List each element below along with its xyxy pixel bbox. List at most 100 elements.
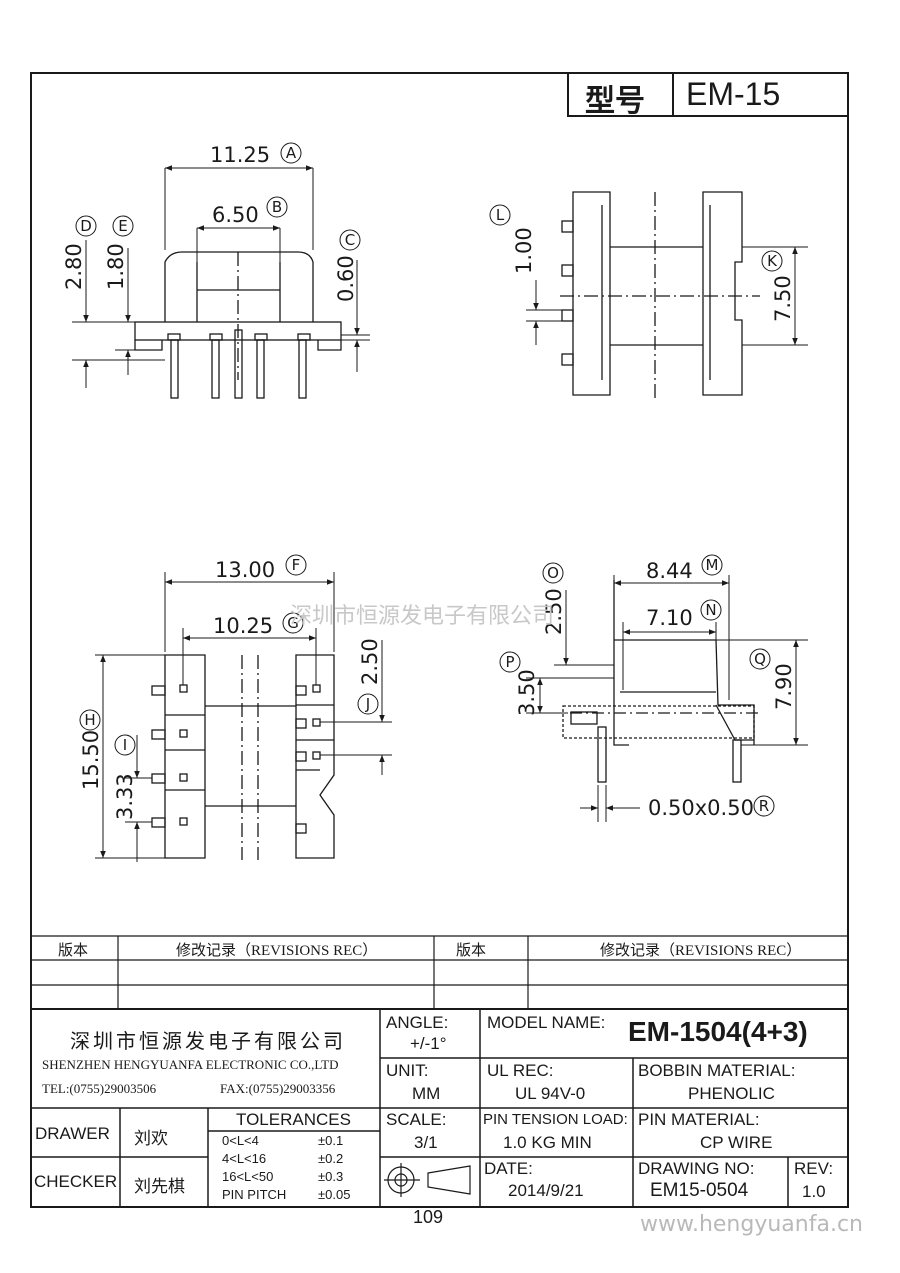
company-tel: TEL:(0755)29003506 bbox=[42, 1081, 157, 1096]
unit-label: UNIT: bbox=[386, 1061, 429, 1080]
angle-label: ANGLE: bbox=[386, 1013, 449, 1032]
dim-a-letter: A bbox=[286, 144, 297, 162]
dim-j-letter: J bbox=[365, 695, 370, 713]
rev-label: REV: bbox=[794, 1159, 834, 1178]
dim-n-letter: N bbox=[705, 601, 716, 619]
angle-value: +/-1° bbox=[410, 1034, 447, 1053]
dim-k-value: 7.50 bbox=[771, 275, 795, 322]
dim-g-value: 10.25 bbox=[213, 614, 273, 638]
header-model-box bbox=[567, 72, 849, 117]
drawing-border bbox=[30, 72, 849, 1208]
view-side bbox=[560, 191, 760, 400]
ul-rec-value: UL 94V-0 bbox=[515, 1084, 586, 1103]
dim-l-letter: L bbox=[496, 206, 505, 224]
rev-col-version-1: 版本 bbox=[58, 943, 89, 959]
dim-d-letter: D bbox=[80, 217, 92, 235]
dim-q-letter: Q bbox=[754, 650, 766, 668]
pin-tension-label: PIN TENSION LOAD: bbox=[483, 1111, 628, 1128]
dim-i-value: 3.33 bbox=[113, 773, 137, 820]
dim-e-letter: E bbox=[118, 217, 127, 235]
dim-b-letter: B bbox=[272, 198, 282, 216]
bobbin-material-value: PHENOLIC bbox=[688, 1084, 775, 1103]
tolerance-range: 0<L<4 bbox=[222, 1133, 259, 1148]
dims-side bbox=[526, 246, 808, 346]
tolerance-range: PIN PITCH bbox=[222, 1187, 287, 1202]
watermark-company: 深圳市恒源发电子有限公司 bbox=[290, 604, 555, 629]
checker-label: CHECKER bbox=[34, 1172, 118, 1191]
dims-front bbox=[72, 165, 370, 388]
rev-col-record-1: 修改记录（REVISIONS REC） bbox=[176, 943, 378, 959]
dim-r-value: 0.50x0.50 bbox=[648, 796, 754, 820]
company-name-en: SHENZHEN HENGYUANFA ELECTRONIC CO.,LTD bbox=[42, 1057, 339, 1072]
dim-n-value: 7.10 bbox=[646, 606, 693, 630]
tolerance-value: ±0.05 bbox=[318, 1187, 351, 1202]
company-fax: FAX:(0755)29003356 bbox=[220, 1081, 336, 1096]
rev-col-version-2: 版本 bbox=[456, 943, 487, 959]
dim-o-letter: O bbox=[547, 564, 559, 582]
dim-q-value: 7.90 bbox=[772, 663, 796, 710]
dim-labels-section: 8.44 M 7.10 N O 2.50 P 3.50 Q 7.90 0.50x… bbox=[499, 554, 796, 820]
pin-material-label: PIN MATERIAL: bbox=[638, 1110, 760, 1129]
view-top bbox=[151, 654, 335, 860]
tolerance-range: 4<L<16 bbox=[222, 1151, 267, 1166]
dim-h-value: 15.50 bbox=[79, 730, 103, 790]
dim-a-value: 11.25 bbox=[210, 143, 270, 167]
dim-c-letter: C bbox=[345, 231, 355, 249]
dim-g-letter: G bbox=[287, 614, 299, 632]
view-front bbox=[134, 251, 342, 399]
dim-labels-side: L 1.00 K 7.50 bbox=[489, 204, 795, 322]
model-label: 型号 bbox=[585, 85, 645, 118]
projection-symbol-icon bbox=[384, 1163, 471, 1197]
bobbin-material-label: BOBBIN MATERIAL: bbox=[638, 1061, 796, 1080]
date-label: DATE: bbox=[484, 1159, 533, 1178]
dim-m-value: 8.44 bbox=[646, 559, 693, 583]
dim-p-letter: P bbox=[505, 653, 514, 671]
dim-l-value: 1.00 bbox=[512, 227, 536, 274]
revisions-grid bbox=[31, 935, 848, 1010]
dim-h-letter: H bbox=[84, 711, 95, 729]
ul-rec-label: UL REC: bbox=[487, 1061, 554, 1080]
model-name-label: MODEL NAME: bbox=[487, 1013, 606, 1032]
company-name-cn: 深圳市恒源发电子有限公司 bbox=[70, 1031, 346, 1053]
model-value: EM-15 bbox=[686, 76, 781, 112]
checker-value: 刘先棋 bbox=[134, 1177, 185, 1196]
scale-label: SCALE: bbox=[386, 1110, 447, 1129]
model-name-value: EM-1504(4+3) bbox=[628, 1016, 808, 1047]
tolerance-value: ±0.3 bbox=[318, 1169, 344, 1184]
dim-labels-front: 11.25 A 6.50 B D 2.80 E 1.80 C 0.60 bbox=[62, 142, 361, 302]
tolerances-title: TOLERANCES bbox=[236, 1110, 351, 1129]
drawing-no-label: DRAWING NO: bbox=[638, 1159, 755, 1178]
pin-tension-value: 1.0 KG MIN bbox=[503, 1133, 592, 1152]
dim-k-letter: K bbox=[767, 252, 778, 270]
page-number: 109 bbox=[413, 1207, 444, 1227]
unit-value: MM bbox=[412, 1084, 441, 1103]
watermark-url: www.hengyuanfa.cn bbox=[640, 1212, 863, 1237]
dims-section bbox=[526, 575, 808, 822]
dim-i-letter: I bbox=[123, 736, 127, 754]
dim-j-value: 2.50 bbox=[358, 638, 382, 685]
drawing-no-value: EM15-0504 bbox=[650, 1180, 749, 1201]
date-value: 2014/9/21 bbox=[508, 1181, 584, 1200]
dim-c-value: 0.60 bbox=[334, 255, 358, 302]
dim-d-value: 2.80 bbox=[62, 243, 86, 290]
title-block-grid bbox=[31, 1009, 848, 1207]
rev-col-record-2: 修改记录（REVISIONS REC） bbox=[600, 943, 802, 959]
dim-f-letter: F bbox=[292, 556, 301, 574]
dim-r-letter: R bbox=[759, 797, 769, 815]
drawer-value: 刘欢 bbox=[134, 1129, 168, 1148]
dims-top bbox=[95, 572, 392, 862]
dim-o-value: 2.50 bbox=[542, 588, 566, 635]
scale-value: 3/1 bbox=[414, 1133, 438, 1152]
dim-labels-top: 13.00 F 10.25 G H 15.50 I 3.33 J 2.50 bbox=[79, 554, 382, 820]
dim-b-value: 6.50 bbox=[212, 203, 259, 227]
view-section bbox=[562, 580, 760, 783]
dim-f-value: 13.00 bbox=[215, 558, 275, 582]
rev-value: 1.0 bbox=[802, 1182, 826, 1201]
dim-p-value: 3.50 bbox=[515, 669, 539, 716]
tolerance-value: ±0.2 bbox=[318, 1151, 344, 1166]
dim-m-letter: M bbox=[706, 556, 719, 574]
drawer-label: DRAWER bbox=[35, 1124, 110, 1143]
pin-material-value: CP WIRE bbox=[700, 1133, 773, 1152]
dim-e-value: 1.80 bbox=[104, 243, 128, 290]
